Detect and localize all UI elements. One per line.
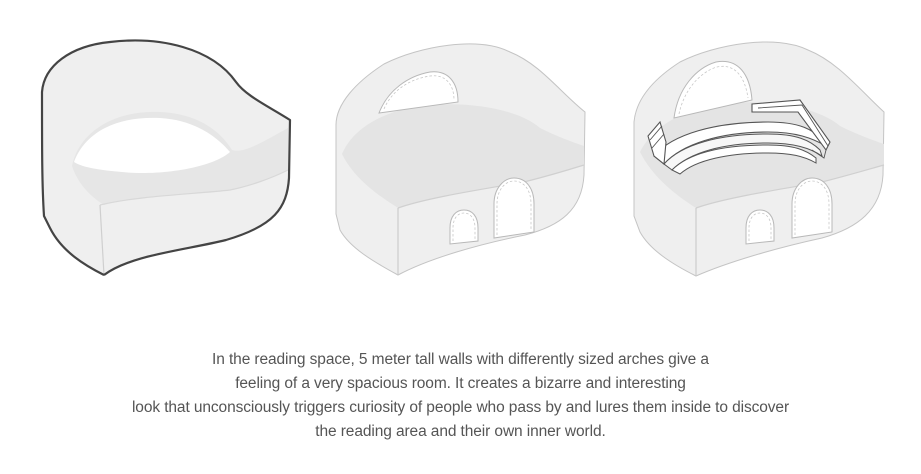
diagram-caption: In the reading space, 5 meter tall walls… xyxy=(80,348,841,444)
seating-tier-inner xyxy=(671,144,817,175)
seating-right-base xyxy=(811,149,827,159)
small-arch-trim xyxy=(748,212,772,241)
small-arch xyxy=(449,209,479,245)
wall-model-arches xyxy=(335,43,586,276)
small-arch xyxy=(745,209,775,245)
upper-arch-trim xyxy=(383,75,455,110)
wall-floor-opening xyxy=(74,117,230,174)
seating-right-step-1 xyxy=(757,104,829,147)
large-arch-trim xyxy=(496,180,532,235)
wall-model-plain xyxy=(40,39,292,276)
wall-outline xyxy=(40,39,292,276)
upper-arch xyxy=(378,71,459,114)
wall-front-edge xyxy=(99,204,105,276)
caption-line-2: feeling of a very spacious room. It crea… xyxy=(235,375,686,392)
caption-line-4: the reading area and their own inner wor… xyxy=(315,423,606,440)
seating-tier-middle xyxy=(663,133,823,171)
stepped-seating xyxy=(647,99,831,175)
seating-left-step-1 xyxy=(649,125,663,141)
upper-arch-trim xyxy=(678,65,749,115)
caption-line-1: In the reading space, 5 meter tall walls… xyxy=(212,351,709,368)
small-arch-trim xyxy=(452,212,476,241)
large-arch xyxy=(493,177,535,239)
large-arch-trim xyxy=(794,180,830,235)
large-arch xyxy=(791,177,833,239)
wall-model-seating xyxy=(633,41,885,277)
caption-line-3: look that unconsciously triggers curiosi… xyxy=(131,399,790,416)
seating-left-step-2 xyxy=(651,133,665,149)
wall-rim-edge xyxy=(99,169,289,206)
seating-left-end xyxy=(647,120,667,166)
upper-arch xyxy=(673,60,753,119)
